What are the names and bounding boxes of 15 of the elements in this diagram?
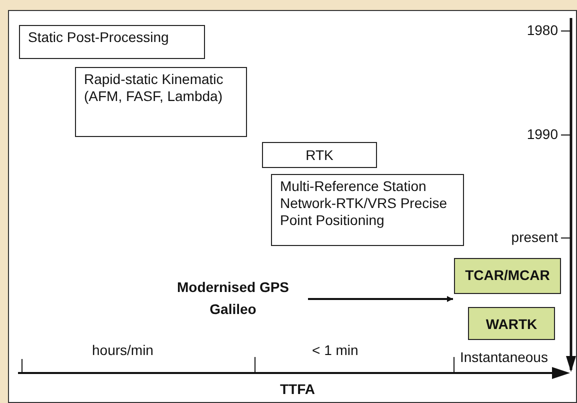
method-box: Static Post-Processing <box>19 25 205 59</box>
year-label: present <box>511 229 558 245</box>
method-box: RTK <box>262 142 377 168</box>
axis-title: TTFA <box>280 381 315 397</box>
method-box: TCAR/MCAR <box>454 258 561 294</box>
text-label: Modernised GPS Galileo <box>170 276 296 322</box>
method-box: Multi-Reference Station Network-RTK/VRS Precise Point Positioning <box>271 174 464 246</box>
year-label: 1990 <box>526 126 558 142</box>
axis-tick-label: Instantaneous <box>460 349 548 365</box>
year-label: 1980 <box>526 22 558 38</box>
axis-tick-label: < 1 min <box>312 342 358 358</box>
method-box: Rapid-static Kinematic (AFM, FASF, Lambda) <box>75 67 247 137</box>
method-box: WARTK <box>468 307 555 340</box>
axis-tick-label: hours/min <box>92 342 154 358</box>
arrow <box>308 296 453 302</box>
